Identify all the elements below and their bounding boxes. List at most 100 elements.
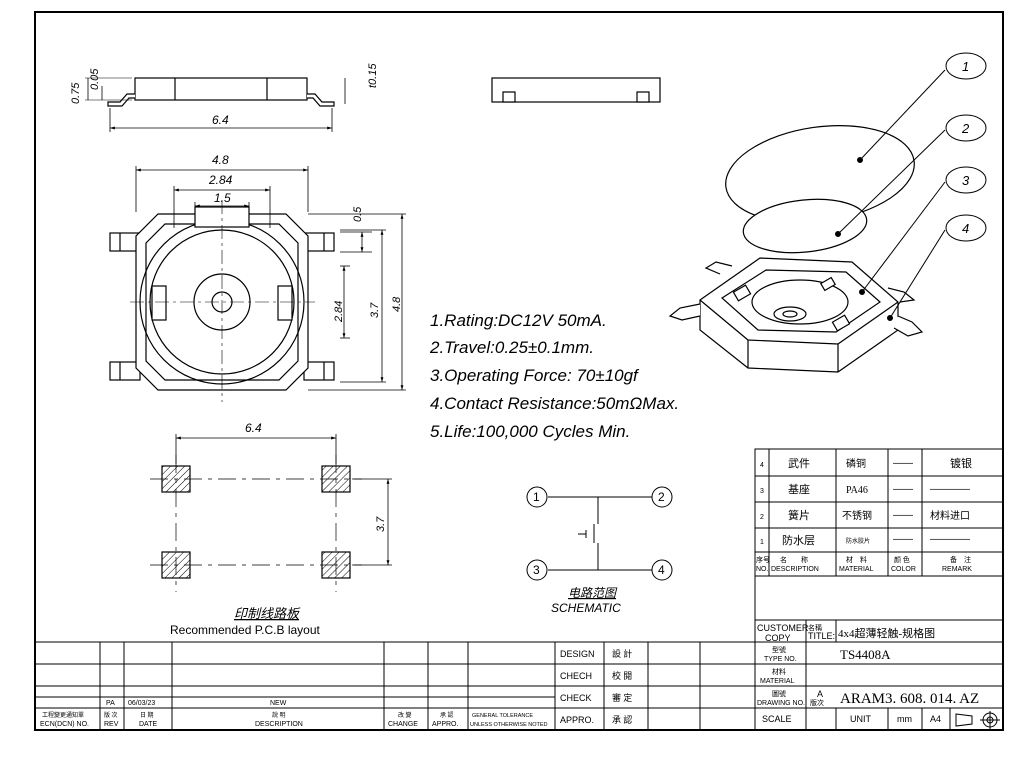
bom-row-4-material: 磷铜 — [846, 457, 866, 470]
dim-pcb-6.4: 6.4 — [245, 421, 262, 435]
bom-row-4-color: —— — [893, 458, 913, 469]
signoff-check-cn: 審 定 — [612, 692, 632, 703]
rev-header-change: CHANGE — [388, 721, 418, 728]
bom-row-2-remark: 材料进口 — [930, 509, 970, 522]
bom-row-1: 1 防水层 防水胶片 —— ———— — [760, 533, 970, 547]
balloon-2: 2 — [961, 121, 970, 136]
bom-row-3-remark: ———— — [930, 484, 970, 495]
bom-row-2-desc: 簧片 — [788, 508, 810, 522]
bom-row-3-material: PA46 — [846, 485, 868, 496]
bom-header-color: COLOR — [891, 566, 916, 573]
projection-symbol-icon — [955, 711, 1000, 729]
pcb-layout — [150, 434, 392, 592]
balloons — [835, 52, 987, 321]
balloon-1: 1 — [962, 59, 969, 74]
pcb-title-en: Recommended P.C.B layout — [170, 623, 321, 637]
type-label: TYPE NO. — [764, 656, 797, 663]
bom-row-3-no: 3 — [760, 488, 764, 495]
signoff-appro-label: APPRO. — [560, 715, 594, 725]
dim-4.8-side: 4.8 — [391, 296, 403, 312]
dim-0.5: 0.5 — [352, 206, 364, 222]
revision-desc: NEW — [270, 700, 287, 707]
pcb-title-cn: 印制线路板 — [234, 606, 301, 621]
revision-date: 06/03/23 — [128, 700, 155, 707]
rev-letter: A — [817, 689, 823, 699]
bom-row-4-no: 4 — [760, 462, 764, 469]
unit-value: mm — [897, 714, 912, 724]
rev-header-desc: DESCRIPTION — [255, 721, 303, 728]
bom-row-2-color: —— — [893, 510, 913, 521]
title-value: 4x4超薄轻触-规格图 — [838, 626, 935, 640]
schematic-terminal-4: 4 — [658, 563, 665, 577]
dim-2.84-side: 2.84 — [333, 301, 345, 323]
rev-cn-label: 版次 — [810, 698, 824, 707]
revision-block-lines — [35, 641, 755, 730]
dim-0.05: 0.05 — [89, 68, 101, 90]
bom-header-desc-cn: 名 称 — [780, 555, 808, 564]
rev-header-rev-cn: 版 次 — [104, 711, 118, 719]
part-spring-disc — [742, 198, 868, 254]
bom-header-color-cn: 颜 色 — [894, 555, 910, 564]
rev-header-change-cn: 改 變 — [398, 711, 412, 719]
bom-row-1-color: —— — [893, 534, 913, 545]
bom-header-remark: REMARK — [942, 566, 972, 573]
bom-header-mat-cn: 材 料 — [846, 555, 867, 564]
drawing-label: DRAWING NO. — [757, 700, 805, 707]
rev-header-appro-cn: 承 認 — [440, 711, 454, 719]
dim-1.5: 1.5 — [214, 191, 231, 205]
bom-row-4-remark: 镀银 — [950, 456, 972, 470]
schematic — [526, 486, 673, 581]
revision-rev: PA — [106, 700, 115, 707]
bom-header-mat: MATERIAL — [839, 566, 874, 573]
dim-4.8-top: 4.8 — [212, 153, 229, 167]
bom-row-1-material: 防水胶片 — [846, 537, 870, 545]
material-cn-label: 材料 — [772, 667, 786, 676]
schematic-title-en: SCHEMATIC — [551, 601, 621, 615]
bom-row-3-color: —— — [893, 484, 913, 495]
rev-header-desc-cn: 說 明 — [272, 711, 286, 719]
balloon-3: 3 — [962, 173, 970, 188]
dim-6.4-side: 6.4 — [212, 113, 229, 127]
signoff-check-label: CHECK — [560, 693, 592, 703]
spec-line-5: 5.Life:100,000 Cycles Min. — [430, 422, 630, 441]
size-value: A4 — [930, 714, 941, 724]
top-view — [109, 200, 335, 402]
rev-header-tolerance-2: UNLESS OTHERWISE NOTED — [470, 722, 548, 728]
bom-row-4: 4 武件 磷铜 —— 镀银 — [760, 456, 972, 470]
bom-row-2-no: 2 — [760, 514, 764, 521]
bom-row-2: 2 簧片 不锈钢 —— 材料进口 — [760, 508, 970, 522]
drawing-border — [34, 11, 1004, 731]
bom-row-3-desc: 基座 — [788, 482, 810, 496]
copy-label: COPY — [765, 633, 791, 643]
spec-line-2: 2.Travel:0.25±0.1mm. — [429, 338, 594, 357]
rev-header-date: DATE — [139, 721, 157, 728]
bom-row-3: 3 基座 PA46 —— ———— — [760, 482, 970, 496]
customer-label: CUSTOMER — [757, 623, 809, 633]
balloon-4: 4 — [962, 221, 969, 236]
schematic-terminal-3: 3 — [533, 563, 540, 577]
signoff-appro-cn: 承 認 — [612, 714, 632, 725]
rev-header-ecn-cn: 工程變更通知單 — [42, 711, 84, 719]
rev-header-appro: APPRO. — [432, 721, 459, 728]
bom-row-1-desc: 防水层 — [782, 533, 815, 547]
spec-line-1: 1.Rating:DC12V 50mA. — [430, 311, 607, 330]
drawing-cn-label: 圖號 — [772, 689, 786, 698]
title-block-lines — [754, 575, 1004, 731]
bom-header: 序号 NO. 名 称 DESCRIPTION 材 料 MATERIAL 颜 色 … — [756, 555, 972, 573]
bom-row-2-material: 不锈钢 — [842, 509, 872, 522]
type-value: TS4408A — [840, 647, 891, 662]
bom-header-no-cn: 序号 — [756, 555, 770, 564]
schematic-terminal-1: 1 — [533, 490, 540, 504]
schematic-terminal-2: 2 — [658, 490, 665, 504]
rev-header-tolerance-1: GENERAL TOLERANCE — [472, 713, 533, 719]
signoff-chech-cn: 校 閱 — [612, 670, 632, 681]
bom-header-desc: DESCRIPTION — [771, 566, 819, 573]
bom-header-remark-cn: 备 注 — [950, 555, 971, 564]
exploded-view — [668, 125, 924, 373]
unit-label: UNIT — [850, 714, 871, 724]
drawing-number-value: ARAM3. 608. 014. AZ — [840, 691, 979, 707]
scale-label: SCALE — [762, 714, 792, 724]
rev-header-ecn: ECN(DCN) NO. — [40, 721, 89, 728]
signoff-design-cn: 設 計 — [612, 648, 632, 659]
